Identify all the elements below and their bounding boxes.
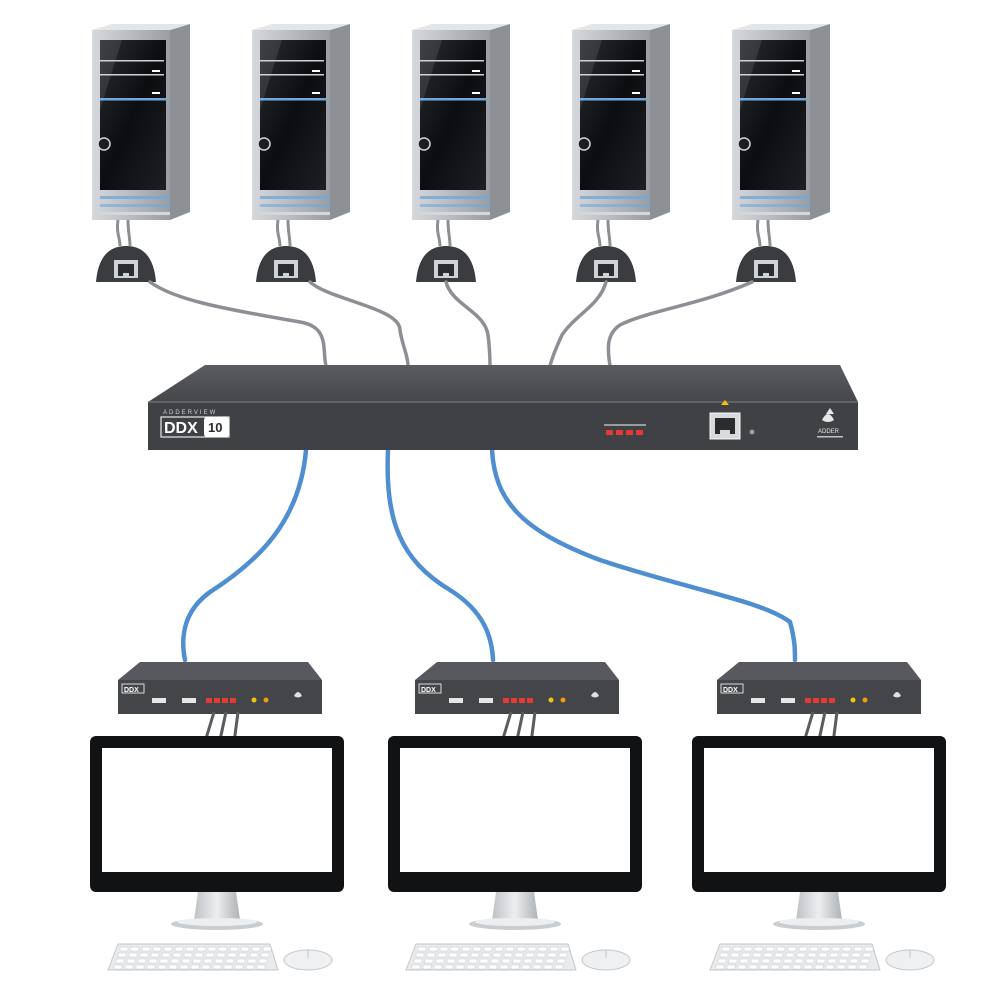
console-station: DDX: [388, 662, 642, 971]
keyboard-icon: [405, 943, 577, 971]
gray-cable: [548, 280, 608, 368]
adder-logo: ADDER: [817, 408, 843, 438]
computer-towers: [92, 24, 830, 220]
receiver-front: [717, 680, 921, 714]
rj45-adapter: [736, 219, 796, 282]
receiver-top: [717, 662, 921, 680]
blue-cables: [181, 447, 798, 663]
power-indicator: [749, 429, 755, 435]
receiver-front: [118, 680, 322, 714]
monitor-screen: [704, 748, 934, 872]
kvm-switch-front: [148, 402, 858, 450]
rj45-adapters: [96, 219, 796, 282]
usb-port-icon: [781, 698, 795, 703]
mouse-icon: [283, 949, 333, 971]
monitor-icon: [90, 736, 344, 930]
usb-port-icon: [479, 698, 493, 703]
computer-tower-icon: [252, 24, 350, 220]
usb-port-icon: [751, 698, 765, 703]
monitor-icon: [692, 736, 946, 930]
svg-text:ADDER: ADDER: [818, 429, 840, 435]
gray-cable: [308, 280, 410, 368]
gray-cable: [606, 280, 754, 368]
rj45-adapter: [576, 219, 636, 282]
computer-tower-icon: [92, 24, 190, 220]
receiver-label: DDX: [124, 687, 139, 694]
gray-cables: [148, 280, 754, 368]
blue-cable: [385, 447, 496, 663]
rj45-adapter: [96, 219, 156, 282]
brand-lettering: ADDERVIEW: [163, 410, 217, 416]
console-stations: DDX DDX DDX: [90, 662, 946, 971]
status-leds: [604, 424, 646, 435]
usb-port-icon: [182, 698, 196, 703]
gray-cable: [444, 280, 492, 368]
receiver-top: [415, 662, 619, 680]
mouse-icon: [581, 949, 631, 971]
computer-tower-icon: [732, 24, 830, 220]
usb-port-icon: [449, 698, 463, 703]
kvm-switch: ADDERVIEW DDX 10 ADDER: [148, 365, 858, 450]
monitor-screen: [102, 748, 332, 872]
keyboard-icon: [709, 943, 881, 971]
receiver-label: DDX: [723, 687, 738, 694]
kvm-switch-top: [148, 365, 858, 402]
receiver-front: [415, 680, 619, 714]
console-station: DDX: [692, 662, 946, 971]
computer-tower-icon: [412, 24, 510, 220]
console-station: DDX: [90, 662, 344, 971]
model-number: 10: [208, 420, 222, 435]
model-number-badge: [204, 417, 229, 437]
usb-port-icon: [152, 698, 166, 703]
gray-cable: [148, 280, 328, 368]
monitor-screen: [400, 748, 630, 872]
monitor-icon: [388, 736, 642, 930]
receiver-label: DDX: [421, 687, 436, 694]
rj45-adapter: [256, 219, 316, 282]
rj45-adapter: [416, 219, 476, 282]
blue-cable: [489, 447, 798, 663]
receiver-top: [118, 662, 322, 680]
computer-tower-icon: [572, 24, 670, 220]
model-text: DDX: [164, 420, 198, 437]
blue-cable: [181, 447, 309, 663]
keyboard-icon: [107, 943, 279, 971]
mouse-icon: [885, 949, 935, 971]
rj45-port-icon: [709, 400, 741, 440]
